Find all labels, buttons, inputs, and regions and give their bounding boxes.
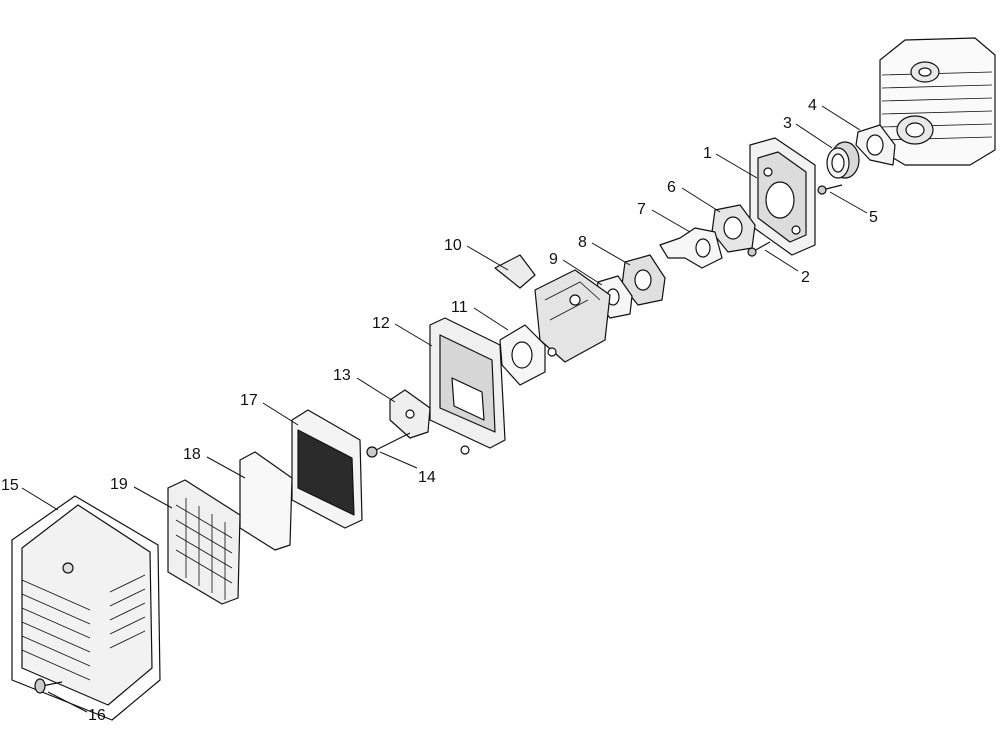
insulator-part-6 bbox=[711, 204, 756, 253]
callout-11: 11 bbox=[451, 299, 509, 331]
callout-label-8: 8 bbox=[578, 234, 587, 251]
carburetor-part-10 bbox=[494, 254, 611, 363]
screw-part-16 bbox=[34, 678, 63, 694]
filter-element-part-17 bbox=[291, 409, 363, 529]
callout-label-6: 6 bbox=[667, 179, 676, 196]
callout-label-14: 14 bbox=[418, 469, 436, 486]
filter-cover-part-15 bbox=[11, 495, 161, 721]
callout-label-11: 11 bbox=[451, 299, 468, 316]
callout-3: 3 bbox=[783, 115, 833, 149]
screw-part-14 bbox=[366, 432, 411, 458]
adaptor-plate-part-1 bbox=[749, 137, 816, 256]
callout-2: 2 bbox=[764, 249, 810, 286]
callout-label-7: 7 bbox=[637, 201, 646, 218]
callout-label-1: 1 bbox=[703, 145, 712, 162]
callout-4: 4 bbox=[808, 97, 861, 131]
callout-label-5: 5 bbox=[869, 209, 878, 226]
callout-label-9: 9 bbox=[549, 251, 558, 268]
callout-label-10: 10 bbox=[444, 237, 462, 254]
callout-label-16: 16 bbox=[88, 707, 106, 724]
callout-5: 5 bbox=[829, 191, 878, 226]
intake-flange-part-3 bbox=[826, 141, 860, 179]
callout-14: 14 bbox=[379, 451, 436, 486]
callout-label-17: 17 bbox=[240, 392, 258, 409]
screw-part-5 bbox=[817, 184, 843, 195]
cylinder-part bbox=[879, 37, 996, 166]
filter-pad-part-18 bbox=[239, 451, 293, 551]
callout-17: 17 bbox=[240, 392, 299, 426]
callout-label-12: 12 bbox=[372, 315, 390, 332]
callout-label-2: 2 bbox=[801, 269, 810, 286]
callout-18: 18 bbox=[183, 446, 246, 479]
callout-10: 10 bbox=[444, 237, 509, 271]
callout-1: 1 bbox=[703, 145, 758, 179]
callout-19: 19 bbox=[110, 476, 173, 509]
callout-label-18: 18 bbox=[183, 446, 201, 463]
callout-12: 12 bbox=[372, 315, 433, 347]
callout-label-19: 19 bbox=[110, 476, 128, 493]
callout-label-13: 13 bbox=[333, 367, 351, 384]
plate-part-13 bbox=[389, 389, 431, 439]
gasket-part-11 bbox=[499, 324, 546, 386]
filter-base-part-12 bbox=[429, 317, 506, 455]
callout-15: 15 bbox=[1, 477, 59, 511]
gasket-part-8 bbox=[621, 254, 666, 306]
prefilter-part-19 bbox=[167, 479, 241, 605]
callout-13: 13 bbox=[333, 367, 396, 403]
callout-6: 6 bbox=[667, 179, 721, 213]
callout-16: 16 bbox=[47, 691, 106, 724]
callout-label-15: 15 bbox=[1, 477, 19, 494]
callout-9: 9 bbox=[549, 251, 603, 286]
gasket-part-4 bbox=[855, 124, 896, 166]
callout-7: 7 bbox=[637, 201, 691, 233]
callout-8: 8 bbox=[578, 234, 631, 266]
plate-part-7 bbox=[659, 227, 723, 269]
callout-label-3: 3 bbox=[783, 115, 792, 132]
callout-label-4: 4 bbox=[808, 97, 817, 114]
